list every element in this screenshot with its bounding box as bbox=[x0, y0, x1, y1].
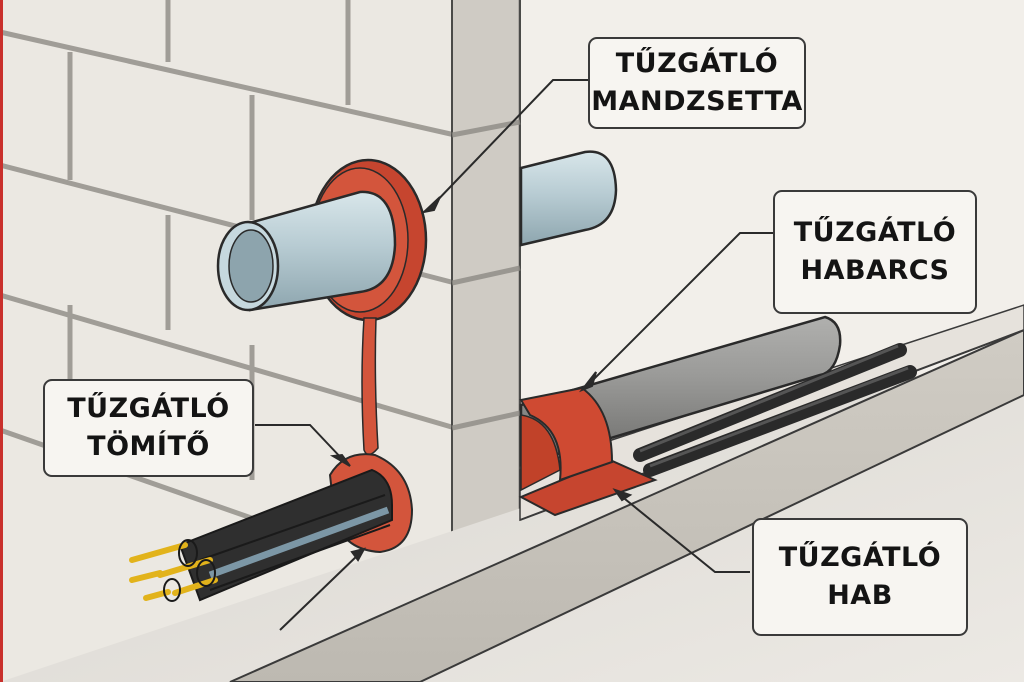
label-line-1: TŰZGÁTLÓ bbox=[793, 217, 957, 248]
left-accent-border bbox=[0, 0, 3, 682]
label-line-2: HAB bbox=[827, 580, 893, 611]
blue-pipe-right-section bbox=[519, 150, 618, 247]
label-firestop-collar: TŰZGÁTLÓ MANDZSETTA bbox=[588, 37, 806, 129]
blue-pipe bbox=[216, 190, 397, 312]
cable-bundle bbox=[129, 468, 393, 602]
label-firestop-sealant: TŰZGÁTLÓ TÖMÍTŐ bbox=[43, 379, 254, 477]
label-firestop-foam: TŰZGÁTLÓ HAB bbox=[752, 518, 968, 636]
label-firestop-mortar: TŰZGÁTLÓ HABARCS bbox=[773, 190, 977, 314]
conduits bbox=[633, 343, 917, 477]
label-line-1: TŰZGÁTLÓ bbox=[615, 48, 779, 79]
label-line-1: TŰZGÁTLÓ bbox=[778, 542, 942, 573]
label-line-2: HABARCS bbox=[800, 255, 950, 286]
label-line-2: TÖMÍTŐ bbox=[87, 431, 210, 462]
label-line-2: MANDZSETTA bbox=[591, 86, 803, 117]
sealant-drip bbox=[361, 317, 379, 456]
leader-lines bbox=[255, 79, 775, 631]
firestop-mortar-foam bbox=[518, 386, 658, 517]
label-line-1: TŰZGÁTLÓ bbox=[67, 393, 230, 424]
